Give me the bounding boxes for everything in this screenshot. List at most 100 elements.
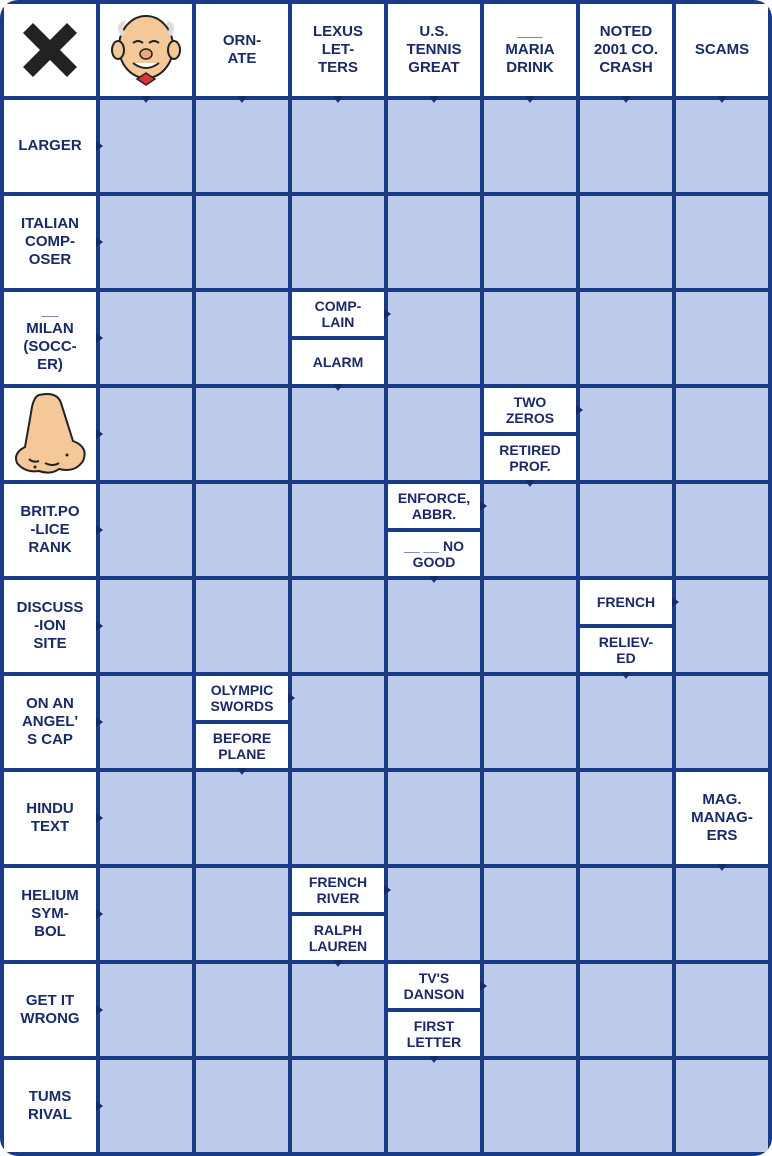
- answer-cell[interactable]: [580, 196, 672, 288]
- answer-cell[interactable]: [196, 964, 288, 1056]
- left-clue: LARGER: [4, 100, 96, 192]
- clue-across: FRENCH: [580, 580, 672, 624]
- answer-cell[interactable]: [484, 1060, 576, 1152]
- answer-cell[interactable]: [388, 292, 480, 384]
- answer-cell[interactable]: [676, 292, 768, 384]
- clue-across: COMP- LAIN: [292, 292, 384, 336]
- top-clue: LEXUS LET- TERS: [292, 4, 384, 96]
- clue-down: FIRST LETTER: [388, 1012, 480, 1056]
- answer-cell[interactable]: [196, 196, 288, 288]
- answer-cell[interactable]: [676, 100, 768, 192]
- answer-cell[interactable]: [484, 580, 576, 672]
- answer-cell[interactable]: [388, 676, 480, 768]
- answer-cell[interactable]: [100, 772, 192, 864]
- answer-cell[interactable]: [292, 388, 384, 480]
- answer-cell[interactable]: [292, 964, 384, 1056]
- left-clue: HINDU TEXT: [4, 772, 96, 864]
- answer-cell[interactable]: [580, 100, 672, 192]
- answer-cell[interactable]: [484, 292, 576, 384]
- answer-cell[interactable]: [580, 676, 672, 768]
- clue-across: FRENCH RIVER: [292, 868, 384, 912]
- answer-cell[interactable]: [580, 868, 672, 960]
- answer-cell[interactable]: [580, 1060, 672, 1152]
- answer-cell[interactable]: [388, 772, 480, 864]
- answer-cell[interactable]: [196, 292, 288, 384]
- answer-cell[interactable]: [484, 100, 576, 192]
- clue-across: ENFORCE, ABBR.: [388, 484, 480, 528]
- answer-cell[interactable]: [388, 580, 480, 672]
- left-clue: ITALIAN COMP- OSER: [4, 196, 96, 288]
- answer-cell[interactable]: [100, 1060, 192, 1152]
- answer-cell[interactable]: [676, 868, 768, 960]
- answer-cell[interactable]: [388, 196, 480, 288]
- answer-cell[interactable]: [676, 196, 768, 288]
- left-clue: GET IT WRONG: [4, 964, 96, 1056]
- answer-cell[interactable]: [676, 388, 768, 480]
- x-mark-icon: [4, 4, 96, 96]
- answer-cell[interactable]: [292, 484, 384, 576]
- left-clue: DISCUSS -ION SITE: [4, 580, 96, 672]
- answer-cell[interactable]: [292, 1060, 384, 1152]
- answer-cell[interactable]: [100, 868, 192, 960]
- answer-cell[interactable]: [676, 1060, 768, 1152]
- answer-cell[interactable]: [292, 100, 384, 192]
- answer-cell[interactable]: [100, 292, 192, 384]
- answer-cell[interactable]: [100, 388, 192, 480]
- clue-across: TWO ZEROS: [484, 388, 576, 432]
- top-clue: ___ MARIA DRINK: [484, 4, 576, 96]
- answer-cell[interactable]: [292, 196, 384, 288]
- answer-cell[interactable]: [196, 772, 288, 864]
- answer-cell[interactable]: [196, 484, 288, 576]
- answer-cell[interactable]: [484, 196, 576, 288]
- answer-cell[interactable]: [676, 964, 768, 1056]
- answer-cell[interactable]: [196, 1060, 288, 1152]
- clue-down: MAG. MANAG- ERS: [676, 772, 768, 864]
- answer-cell[interactable]: [580, 292, 672, 384]
- answer-cell[interactable]: [580, 484, 672, 576]
- answer-cell[interactable]: [676, 484, 768, 576]
- answer-cell[interactable]: [388, 100, 480, 192]
- answer-cell[interactable]: [100, 964, 192, 1056]
- top-clue: U.S. TENNIS GREAT: [388, 4, 480, 96]
- nose-icon: [4, 388, 96, 480]
- answer-cell[interactable]: [580, 772, 672, 864]
- answer-cell[interactable]: [196, 868, 288, 960]
- answer-cell[interactable]: [100, 676, 192, 768]
- clue-down: ALARM: [292, 340, 384, 384]
- answer-cell[interactable]: [484, 484, 576, 576]
- old-man-face-icon: [100, 4, 192, 96]
- answer-cell[interactable]: [676, 676, 768, 768]
- answer-cell[interactable]: [292, 676, 384, 768]
- left-clue: HELIUM SYM- BOL: [4, 868, 96, 960]
- answer-cell[interactable]: [388, 388, 480, 480]
- answer-cell[interactable]: [484, 676, 576, 768]
- left-clue: ON AN ANGEL' S CAP: [4, 676, 96, 768]
- answer-cell[interactable]: [100, 484, 192, 576]
- clue-down: RETIRED PROF.: [484, 436, 576, 480]
- answer-cell[interactable]: [580, 388, 672, 480]
- answer-cell[interactable]: [484, 772, 576, 864]
- answer-cell[interactable]: [388, 868, 480, 960]
- answer-cell[interactable]: [100, 580, 192, 672]
- clue-across: OLYMPIC SWORDS: [196, 676, 288, 720]
- answer-cell[interactable]: [676, 580, 768, 672]
- clue-across: TV'S DANSON: [388, 964, 480, 1008]
- left-clue: __ MILAN (SOCC- ER): [4, 292, 96, 384]
- clue-down: RALPH LAUREN: [292, 916, 384, 960]
- answer-cell[interactable]: [484, 868, 576, 960]
- answer-cell[interactable]: [196, 388, 288, 480]
- answer-cell[interactable]: [292, 772, 384, 864]
- answer-cell[interactable]: [196, 580, 288, 672]
- answer-cell[interactable]: [100, 100, 192, 192]
- left-clue: BRIT.PO -LICE RANK: [4, 484, 96, 576]
- top-clue: NOTED 2001 CO. CRASH: [580, 4, 672, 96]
- answer-cell[interactable]: [580, 964, 672, 1056]
- answer-cell[interactable]: [484, 964, 576, 1056]
- top-clue: ORN- ATE: [196, 4, 288, 96]
- answer-cell[interactable]: [388, 1060, 480, 1152]
- top-clue: SCAMS: [676, 4, 768, 96]
- answer-cell[interactable]: [100, 196, 192, 288]
- answer-cell[interactable]: [196, 100, 288, 192]
- answer-cell[interactable]: [292, 580, 384, 672]
